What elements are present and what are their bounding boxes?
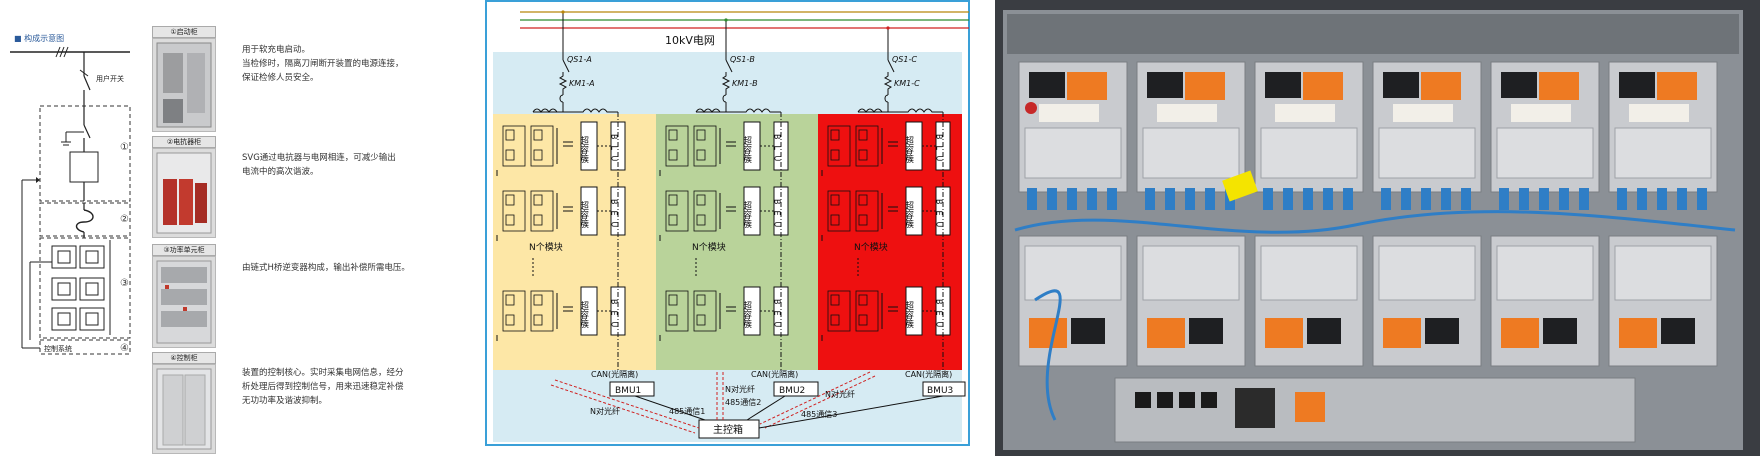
can-label-2: CAN(光隔离) [751, 369, 798, 379]
bmu3: BMU3 [922, 381, 966, 397]
beu-label: BLU [935, 134, 944, 167]
cap-cluster-label: 超容簇 [578, 135, 589, 164]
can-label-1: CAN(光隔离) [591, 369, 638, 379]
beu-label: BLU [610, 134, 619, 167]
n-modules-label: N个模块 [854, 241, 888, 253]
svg-text:BMU3: BMU3 [927, 386, 953, 396]
cabinet-2-photo [152, 148, 216, 238]
marker-2: ② [120, 214, 129, 225]
cabinet-2-header: ②电抗器柜 [152, 136, 216, 148]
cap-cluster-label: 超容簇 [903, 135, 914, 164]
cap-cluster-label: 超容簇 [903, 200, 914, 229]
bmu2: BMU2 [773, 381, 819, 397]
cabinet-2-desc-1: SVG通过电抗器与电网相连，可减少输出 [242, 153, 396, 163]
cabinet-4-header: ④控制柜 [152, 352, 216, 364]
km-label-1: KM1-A [569, 79, 595, 88]
marker-1: ① [120, 142, 129, 153]
bmu1: BMU1 [609, 381, 655, 397]
cabinet-1-desc-1: 用于软充电启动。 [242, 45, 311, 55]
cabinet-4-desc-3: 无功功率及谐波抑制。 [242, 396, 328, 406]
fiber-label-3: N对光纤 [825, 389, 855, 399]
topology-diagram: 10kV电网 QS1-A KM1-A 超容簇 BLU 超容簇 BEU 超容簇 BEU N个模块 Q… [485, 0, 970, 446]
cabinet-4-desc-2: 析处理后得到控制信号，用来迅速稳定补偿 [242, 382, 404, 392]
phase-b-region [656, 114, 818, 370]
beu-label: BEU [610, 299, 619, 333]
hardware-photo-panel [995, 0, 1760, 456]
cabinet-2-desc-2: 电流中的高次谐波。 [242, 167, 319, 177]
km-label-3: KM1-C [894, 79, 920, 88]
qs-label-1: QS1-A [567, 55, 592, 64]
cabinet-3-photo [152, 256, 216, 348]
beu-label: BEU [773, 199, 782, 233]
cabinet-structure-panel: ■ 构成示意图 用户开关 [0, 0, 470, 456]
svg-text:BMU1: BMU1 [615, 386, 641, 396]
cap-cluster-label: 超容簇 [741, 135, 752, 164]
cap-cluster-label: 超容簇 [741, 200, 752, 229]
phase-a-region [493, 114, 656, 370]
n-modules-label: N个模块 [692, 241, 726, 253]
user-switch-label: 用户开关 [96, 74, 124, 83]
can-label-3: CAN(光隔离) [905, 369, 952, 379]
qs-label-2: QS1-B [730, 55, 755, 64]
cabinet-1-desc-3: 保证检修人员安全。 [242, 73, 319, 83]
fiber-label-2: N对光纤 [725, 384, 755, 394]
fiber-label-1: N对光纤 [590, 406, 620, 416]
beu-label: BEU [610, 199, 619, 233]
cap-cluster-label: 超容簇 [903, 300, 914, 329]
comm-label-1: 485通信1 [669, 406, 705, 416]
cap-cluster-label: 超容簇 [741, 300, 752, 329]
beu-label: BEU [773, 299, 782, 333]
grid-label: 10kV电网 [665, 34, 715, 47]
n-modules-label: N个模块 [529, 241, 563, 253]
cap-cluster-label: 超容簇 [578, 200, 589, 229]
cabinet-1-header: ①启动柜 [152, 26, 216, 38]
km-label-2: KM1-B [732, 79, 758, 88]
legend-title: ■ 构成示意图 [14, 33, 64, 43]
battery-rack-photo [995, 0, 1760, 456]
beu-label: BEU [935, 299, 944, 333]
control-system-label: 控制系统 [44, 344, 72, 353]
cap-cluster-label: 超容簇 [578, 300, 589, 329]
marker-4: ④ [120, 343, 129, 354]
cabinet-4-photo [152, 364, 216, 454]
cabinet-1-photo [152, 38, 216, 132]
marker-3: ③ [120, 278, 129, 289]
comm-label-3: 485通信3 [801, 409, 837, 419]
energy-storage-topology-panel: 10kV电网 QS1-A KM1-A 超容簇 BLU 超容簇 BEU 超容簇 BEU N个模块 Q… [485, 0, 970, 456]
main-controller: 主控箱 [698, 419, 760, 439]
cabinet-3-desc-1: 由链式H桥逆变器构成，输出补偿所需电压。 [242, 263, 410, 273]
beu-label: BEU [935, 199, 944, 233]
svg-text:主控箱: 主控箱 [713, 423, 743, 436]
cabinet-3-header: ③功率单元柜 [152, 244, 216, 256]
cabinet-1-desc-2: 当检修时，隔离刀闸断开装置的电源连接， [242, 59, 404, 69]
qs-label-3: QS1-C [892, 55, 917, 64]
cabinet-4-desc-1: 装置的控制核心。实时采集电网信息，经分 [242, 368, 404, 378]
svg-text:BMU2: BMU2 [779, 386, 805, 396]
beu-label: BLU [773, 134, 782, 167]
one-line-schematic: ■ 构成示意图 用户开关 [10, 33, 131, 355]
comm-label-2: 485通信2 [725, 397, 761, 407]
